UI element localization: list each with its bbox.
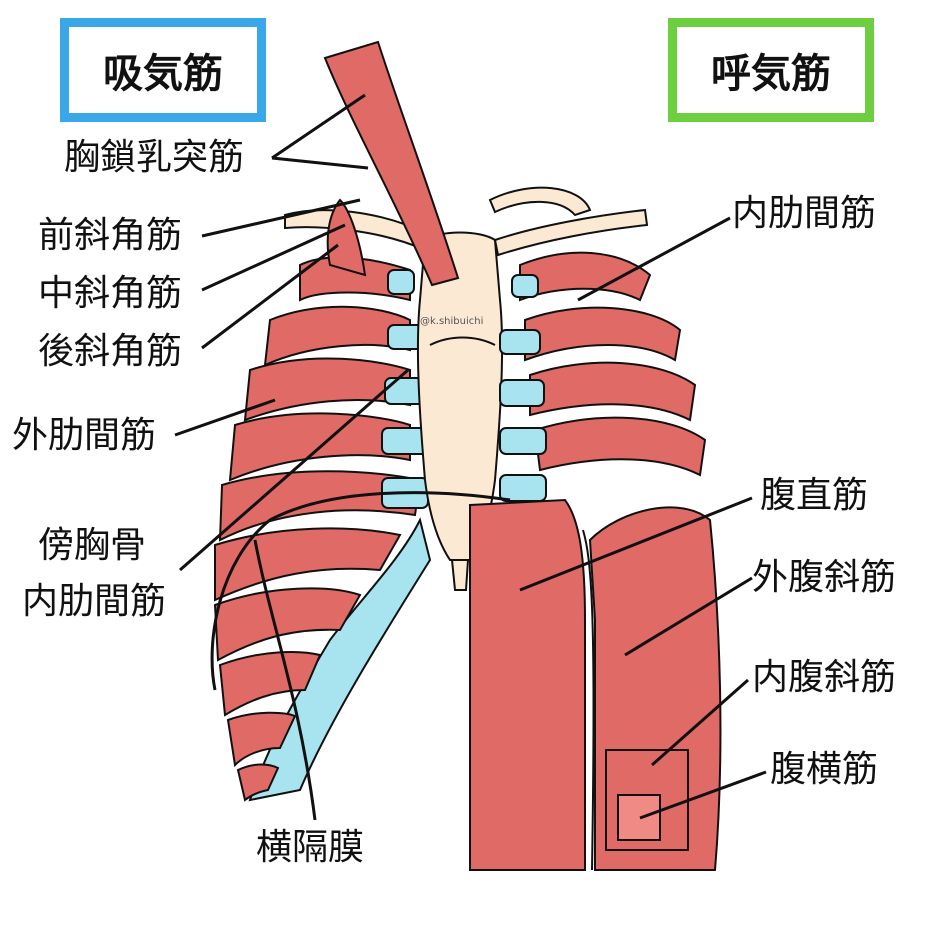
leader-external-oblique <box>624 576 753 657</box>
label-internal-intercostal: 内肋間筋 <box>732 193 877 234</box>
label-internal-oblique: 内腹斜筋 <box>752 657 897 698</box>
label-middle-scalene: 中斜角筋 <box>38 273 183 314</box>
inspiratory-muscles-header: 吸気筋 <box>60 18 266 122</box>
label-external-oblique: 外腹斜筋 <box>752 557 897 598</box>
sternum-joint-line <box>429 336 496 346</box>
right-rib-3 <box>529 361 697 422</box>
label-sternocleidomastoid: 胸鎖乳突筋 <box>64 137 245 178</box>
linea-alba <box>582 529 595 871</box>
leader-sternocleidomastoid-b <box>271 156 369 170</box>
leader-lines <box>174 93 767 821</box>
label-rectus-abdominis: 腹直筋 <box>760 475 869 516</box>
left-rib-8 <box>218 651 322 717</box>
right-clavicle <box>493 208 649 257</box>
label-external-intercostal: 外肋間筋 <box>12 415 157 456</box>
diaphragm-line <box>210 491 511 691</box>
right-cartilage-3 <box>499 379 545 407</box>
label-parasternal-line2: 内肋間筋 <box>22 581 167 622</box>
left-rib-6 <box>214 527 402 602</box>
rectus-abdominis-muscle <box>469 498 586 871</box>
label-posterior-scalene: 後斜角筋 <box>38 331 183 372</box>
first-rib-right <box>488 186 592 217</box>
label-diaphragm: 横隔膜 <box>256 827 365 868</box>
right-cartilage-5 <box>499 474 547 502</box>
leader-anterior-scalene <box>201 198 361 238</box>
left-cartilage-1 <box>387 269 415 295</box>
leader-sternocleidomastoid-a <box>271 93 366 160</box>
leader-internal-oblique <box>651 678 749 767</box>
right-rib-cage <box>499 251 707 502</box>
leader-diaphragm <box>253 539 317 821</box>
left-costal-cartilage-region <box>248 517 432 802</box>
leader-parasternal <box>179 368 409 572</box>
sternum <box>416 231 504 591</box>
leader-external-intercostal <box>174 398 276 437</box>
right-rib-1 <box>519 251 652 302</box>
left-rib-7 <box>213 587 362 662</box>
expiratory-muscles-header: 呼気筋 <box>668 18 874 122</box>
sternocleidomastoid-muscle <box>323 40 460 287</box>
right-rib-4 <box>533 416 707 477</box>
scalene-muscles <box>326 198 367 277</box>
leader-rectus-abdominis <box>519 496 753 592</box>
author-credit: @k.shibuichi <box>420 316 484 327</box>
label-parasternal-line1: 傍胸骨 <box>38 525 147 566</box>
label-transversus-abdominis: 腹横筋 <box>770 749 879 790</box>
xiphoid-process <box>450 559 470 591</box>
right-cartilage-2 <box>499 329 541 355</box>
transversus-abdominis-window <box>617 794 661 841</box>
leader-middle-scalene <box>201 223 346 292</box>
right-cartilage-1 <box>511 274 539 298</box>
leader-internal-intercostal <box>577 216 731 302</box>
label-anterior-scalene: 前斜角筋 <box>38 215 183 256</box>
right-rib-2 <box>524 306 682 362</box>
left-rib-10 <box>236 763 280 802</box>
right-cartilage-4 <box>499 427 547 455</box>
left-rib-9 <box>226 711 297 768</box>
leader-posterior-scalene <box>201 243 339 350</box>
left-rib-cage <box>213 256 432 802</box>
leader-transversus-abdominis <box>639 770 767 820</box>
